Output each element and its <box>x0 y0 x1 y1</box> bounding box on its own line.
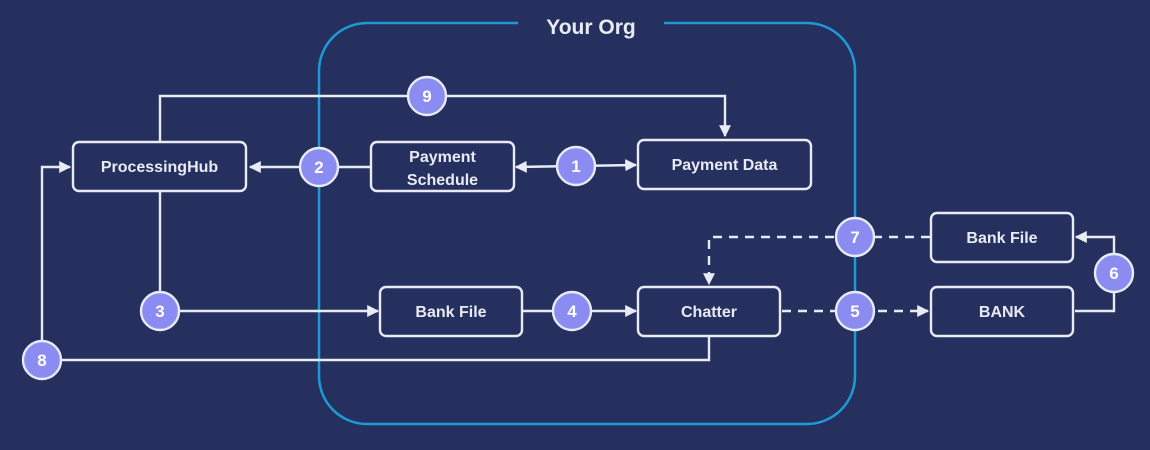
step-badge-1: 1 <box>555 145 597 187</box>
flow-3 <box>158 192 380 317</box>
step-badge-8-label: 8 <box>37 351 46 370</box>
step-badge-6-circle <box>1093 252 1135 294</box>
step-badge-4-circle <box>551 290 593 332</box>
step-badge-2-circle <box>298 146 340 188</box>
step-badge-7-circle <box>834 216 876 258</box>
step-badge-3: 3 <box>139 290 181 332</box>
step-badge-5-label: 5 <box>850 302 859 321</box>
step-badge-9: 9 <box>406 75 448 117</box>
payment-data-label: Payment Data <box>672 157 778 174</box>
step-badge-8-circle <box>21 339 63 381</box>
bank-file-org-node[interactable]: Bank File <box>378 285 524 338</box>
step-badge-2: 2 <box>298 146 340 188</box>
step-badge-6-label: 6 <box>1109 264 1118 283</box>
step-badge-7: 7 <box>834 216 876 258</box>
step-badge-9-label: 9 <box>422 87 431 106</box>
processing-hub-node[interactable]: ProcessingHub <box>71 140 248 193</box>
bank-box <box>929 285 1075 338</box>
bank-file-org-label: Bank File <box>415 304 486 321</box>
bank-file-external-box <box>929 211 1075 264</box>
step-badge-2-label: 2 <box>314 158 323 177</box>
bank-label: BANK <box>979 304 1026 321</box>
payment-schedule-box <box>369 140 516 193</box>
flow-7 <box>703 235 930 286</box>
step-badge-4-label: 4 <box>567 302 577 321</box>
chatter-node[interactable]: Chatter <box>636 285 782 338</box>
chatter-box <box>636 285 782 338</box>
payment-data-box <box>636 138 813 191</box>
flow-8 <box>40 161 711 362</box>
step-badge-9-circle <box>406 75 448 117</box>
step-badge-5-circle <box>834 290 876 332</box>
payment-data-node[interactable]: Payment Data <box>636 138 813 191</box>
org-boundary <box>317 21 857 426</box>
chatter-label: Chatter <box>681 304 737 321</box>
step-badge-5: 5 <box>834 290 876 332</box>
step-badge-4: 4 <box>551 290 593 332</box>
step-badge-3-label: 3 <box>155 302 164 321</box>
processing-hub-box <box>71 140 248 193</box>
step-badge-1-label: 1 <box>571 157 580 176</box>
step-badge-1-circle <box>555 145 597 187</box>
org-title: Your Org <box>546 16 635 39</box>
bank-file-external-node[interactable]: Bank File <box>929 211 1075 264</box>
step-badge-6: 6 <box>1093 252 1135 294</box>
processing-hub-label: ProcessingHub <box>101 159 219 176</box>
payment-schedule-node[interactable]: Payment Schedule <box>369 140 516 193</box>
bank-file-external-label: Bank File <box>966 230 1037 247</box>
bank-node[interactable]: BANK <box>929 285 1075 338</box>
payment-schedule-label-line2: Schedule <box>407 172 478 189</box>
step-badge-7-label: 7 <box>850 228 859 247</box>
payment-schedule-label-line1: Payment <box>409 149 476 166</box>
bank-file-org-box <box>378 285 524 338</box>
step-badge-8: 8 <box>21 339 63 381</box>
org-title-gap <box>518 10 664 38</box>
step-badge-3-circle <box>139 290 181 332</box>
